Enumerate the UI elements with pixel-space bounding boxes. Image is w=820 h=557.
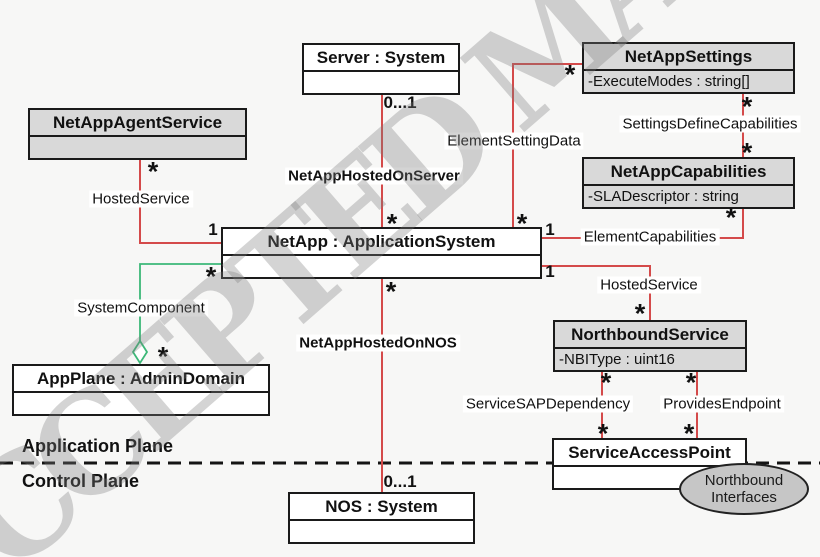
- class-box-nos: NOS : System: [288, 492, 475, 544]
- aggregation-diamond-icon: [131, 339, 149, 365]
- multiplicity-netapp-nos-end: *: [385, 276, 397, 307]
- class-box-server: Server : System: [302, 43, 460, 95]
- multiplicity-netapp-server-end: *: [386, 208, 398, 239]
- class-box-northbound-service: NorthboundService -NBIType : uint16: [553, 320, 747, 372]
- assoc-label-service-sap-dependency: ServiceSAPDependency: [462, 395, 634, 413]
- multiplicity-agent-end: *: [147, 156, 159, 187]
- class-box-netapp: NetApp : ApplicationSystem: [221, 227, 542, 279]
- multiplicity-northbound-bottom-right: *: [685, 367, 697, 398]
- class-title: NetAppSettings: [584, 44, 793, 71]
- class-title: AppPlane : AdminDomain: [14, 366, 268, 393]
- assoc-label-netapp-hosted-on-server: NetAppHostedOnServer: [285, 167, 463, 185]
- class-box-app-plane: AppPlane : AdminDomain: [12, 364, 270, 416]
- multiplicity-sap-top-left: *: [597, 418, 609, 449]
- assoc-label-netapp-hosted-on-nos: NetAppHostedOnNOS: [296, 334, 460, 352]
- multiplicity-settings-end: *: [564, 59, 576, 90]
- assoc-line-element-setting-data: [512, 63, 582, 228]
- multiplicity-netapp-elemcap-end: 1: [545, 220, 555, 239]
- class-attribute: [30, 137, 245, 158]
- class-attribute: -ExecuteModes : string[]: [588, 73, 750, 90]
- assoc-line-hosted-service-left: [139, 157, 221, 244]
- assoc-label-element-capabilities: ElementCapabilities: [580, 228, 720, 246]
- multiplicity-netapp-agent-end: 1: [208, 220, 218, 239]
- assoc-label-system-component: SystemComponent: [74, 299, 208, 317]
- multiplicity-northbound-bottom-left: *: [600, 367, 612, 398]
- multiplicity-netapp-hostedsvc-end: 1: [545, 262, 555, 281]
- assoc-label-settings-define-capabilities: SettingsDefineCapabilities: [619, 115, 801, 133]
- multiplicity-nos-end: 0...1: [383, 472, 417, 491]
- assoc-line-hosted-service-right: [542, 265, 651, 320]
- class-title: NetAppCapabilities: [584, 159, 793, 186]
- class-attribute: [304, 72, 458, 93]
- class-box-netapp-capabilities: NetAppCapabilities -SLADescriptor : stri…: [582, 157, 795, 209]
- class-attribute: [14, 393, 268, 414]
- application-plane-label: Application Plane: [22, 436, 174, 456]
- assoc-label-hosted-service-right: HostedService: [597, 276, 701, 294]
- class-box-netapp-settings: NetAppSettings -ExecuteModes : string[]: [582, 42, 795, 94]
- class-title: NetApp : ApplicationSystem: [223, 229, 540, 256]
- class-box-netapp-agent-service: NetAppAgentService: [28, 108, 247, 160]
- northbound-interfaces-ellipse: Northbound Interfaces: [679, 463, 809, 515]
- multiplicity-northbound-top-end: *: [634, 298, 646, 329]
- class-attribute: -SLADescriptor : string: [588, 188, 739, 205]
- multiplicity-capabilities-top-end: *: [741, 137, 753, 168]
- assoc-label-hosted-service-left: HostedService: [89, 190, 193, 208]
- multiplicity-sap-top-right: *: [683, 418, 695, 449]
- annotation-line-1: Northbound: [704, 472, 784, 489]
- assoc-label-provides-endpoint: ProvidesEndpoint: [660, 395, 784, 413]
- class-attribute: [223, 256, 540, 277]
- annotation-line-2: Interfaces: [711, 489, 777, 506]
- multiplicity-settings-bottom-end: *: [741, 91, 753, 122]
- multiplicity-netapp-settings-netapp-end: *: [516, 208, 528, 239]
- multiplicity-netapp-syscomp-end: *: [205, 261, 217, 292]
- class-title: NetAppAgentService: [30, 110, 245, 137]
- multiplicity-server-end: 0...1: [383, 93, 417, 112]
- assoc-label-element-setting-data: ElementSettingData: [444, 132, 584, 150]
- multiplicity-capabilities-bottom-end: *: [725, 202, 737, 233]
- class-title: NOS : System: [290, 494, 473, 521]
- class-title: ServiceAccessPoint: [554, 440, 745, 467]
- multiplicity-appplane-end: *: [157, 341, 169, 372]
- class-title: NorthboundService: [555, 322, 745, 349]
- control-plane-label: Control Plane: [22, 471, 140, 491]
- class-attribute: [290, 521, 473, 542]
- class-attribute: -NBIType : uint16: [559, 351, 675, 368]
- class-title: Server : System: [304, 45, 458, 72]
